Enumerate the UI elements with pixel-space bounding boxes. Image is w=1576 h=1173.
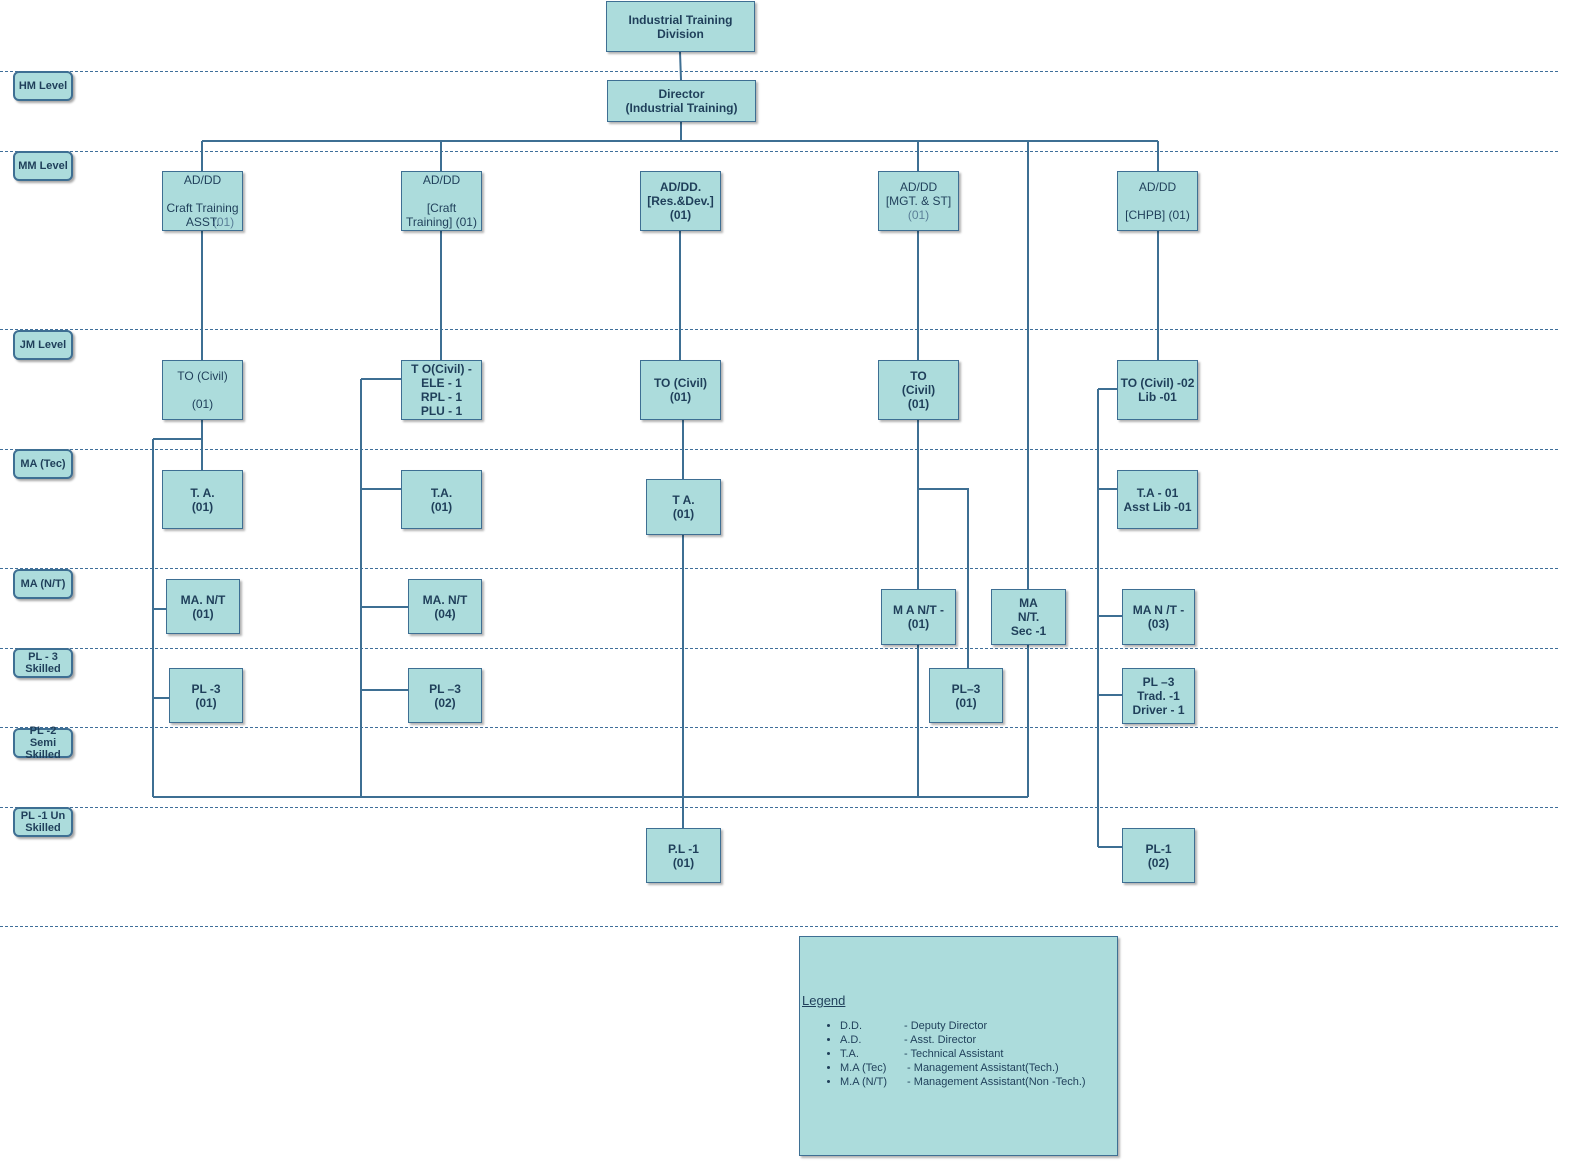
node-ad-res-dev: AD/DD. [Res.&Dev.] (01) <box>640 171 721 231</box>
level-divider <box>0 151 1558 152</box>
node-ma-nt-2: MA. N/T (04) <box>408 579 482 634</box>
node-pl3-4: PL–3 (01) <box>929 668 1003 723</box>
legend-desc: - Management Assistant(Tech.) <box>904 1062 1059 1074</box>
node-ad-mgt-st-label: AD/DD [MGT. & ST] <box>885 180 952 208</box>
legend-abbr: T.A. <box>840 1048 859 1060</box>
node-ta-1: T. A. (01) <box>162 470 243 529</box>
legend-abbr: A.D. <box>840 1034 862 1046</box>
node-director: Director (Industrial Training) <box>607 80 756 122</box>
node-to-civil-3: TO (Civil) (01) <box>640 360 721 420</box>
connector <box>679 51 682 81</box>
node-ad-mgt-st: AD/DD [MGT. & ST] (01) <box>878 171 959 231</box>
level-label-pl3: PL - 3 Skilled <box>13 648 73 678</box>
legend-item: T.A. - Technical Assistant <box>840 1047 1086 1061</box>
level-divider <box>0 648 1558 649</box>
node-ma-nt-sec: MA N/T. Sec -1 <box>991 589 1066 645</box>
node-ad-craft-training-asst: AD/DD Craft Training ASST. (01) <box>162 171 243 231</box>
legend-item: M.A (N/T) - Management Assistant(Non -Te… <box>840 1075 1086 1089</box>
node-pl3-2: PL –3 (02) <box>408 668 482 723</box>
connector <box>918 488 969 668</box>
level-divider <box>0 329 1558 330</box>
legend-list: D.D. - Deputy Director A.D. - Asst. Direct… <box>800 1019 1086 1089</box>
node-industrial-training-division: Industrial Training Division <box>606 1 755 52</box>
node-ma-nt-1: MA. N/T (01) <box>166 579 240 634</box>
level-divider <box>0 449 1558 450</box>
node-to-civil-4: TO (Civil) (01) <box>878 360 959 420</box>
level-divider <box>0 727 1558 728</box>
node-ad-mgt-st-count: (01) <box>907 208 930 222</box>
level-label-mm: MM Level <box>13 151 73 181</box>
legend-abbr: M.A (Tec) <box>840 1062 887 1074</box>
node-to-civil-2: T O(Civil) - ELE - 1 RPL - 1 PLU - 1 <box>401 360 482 420</box>
node-ma-nt-5: MA N /T - (03) <box>1122 589 1195 645</box>
legend-desc: - Technical Assistant <box>904 1048 1004 1060</box>
legend-abbr: M.A (N/T) <box>840 1076 888 1088</box>
node-ad-craft-training: AD/DD [Craft Training] (01) <box>401 171 482 231</box>
level-divider <box>0 926 1558 927</box>
node-ma-nt-4: M A N/T - (01) <box>881 589 956 645</box>
level-label-ma-nt: MA (N/T) <box>13 569 73 599</box>
node-pl1-3: P.L -1 (01) <box>646 828 721 883</box>
level-divider <box>0 807 1558 808</box>
legend-desc: - Management Assistant(Non -Tech.) <box>904 1076 1086 1088</box>
legend-title: Legend <box>802 993 846 1008</box>
node-to-civil-1: TO (Civil) (01) <box>162 360 243 420</box>
legend-desc: - Asst. Director <box>904 1034 977 1046</box>
legend-item: M.A (Tec) - Management Assistant(Tech.) <box>840 1061 1086 1075</box>
node-ad-craft-training-asst-label: AD/DD Craft Training ASST. <box>166 173 239 229</box>
level-label-jm: JM Level <box>13 330 73 360</box>
node-ad-chpb: AD/DD [CHPB] (01) <box>1117 171 1198 231</box>
node-pl3-5: PL –3 Trad. -1 Driver - 1 <box>1122 668 1195 724</box>
node-ad-craft-training-asst-count: (01) <box>212 215 235 229</box>
node-pl3-1: PL -3 (01) <box>169 668 243 723</box>
level-label-hm: HM Level <box>13 71 73 101</box>
level-label-ma-tec: MA (Tec) <box>13 449 73 479</box>
node-ta-2: T.A. (01) <box>401 470 482 529</box>
level-label-pl1: PL -1 Un Skilled <box>13 807 73 837</box>
node-ta-5: T.A - 01 Asst Lib -01 <box>1117 470 1198 529</box>
legend-box: Legend D.D. - Deputy Director A.D. - Asst.… <box>799 936 1118 1156</box>
level-label-pl2: PL -2 Semi Skilled <box>13 725 73 761</box>
level-divider <box>0 568 1558 569</box>
legend-item: A.D. - Asst. Director <box>840 1033 1086 1047</box>
node-ta-3: T A. (01) <box>646 479 721 535</box>
level-divider <box>0 71 1558 72</box>
legend-abbr: D.D. <box>840 1020 862 1032</box>
node-pl1-5: PL-1 (02) <box>1122 828 1195 883</box>
legend-item: D.D. - Deputy Director <box>840 1019 1086 1033</box>
legend-desc: - Deputy Director <box>904 1020 988 1032</box>
node-to-civil-5: TO (Civil) -02 Lib -01 <box>1117 360 1198 420</box>
